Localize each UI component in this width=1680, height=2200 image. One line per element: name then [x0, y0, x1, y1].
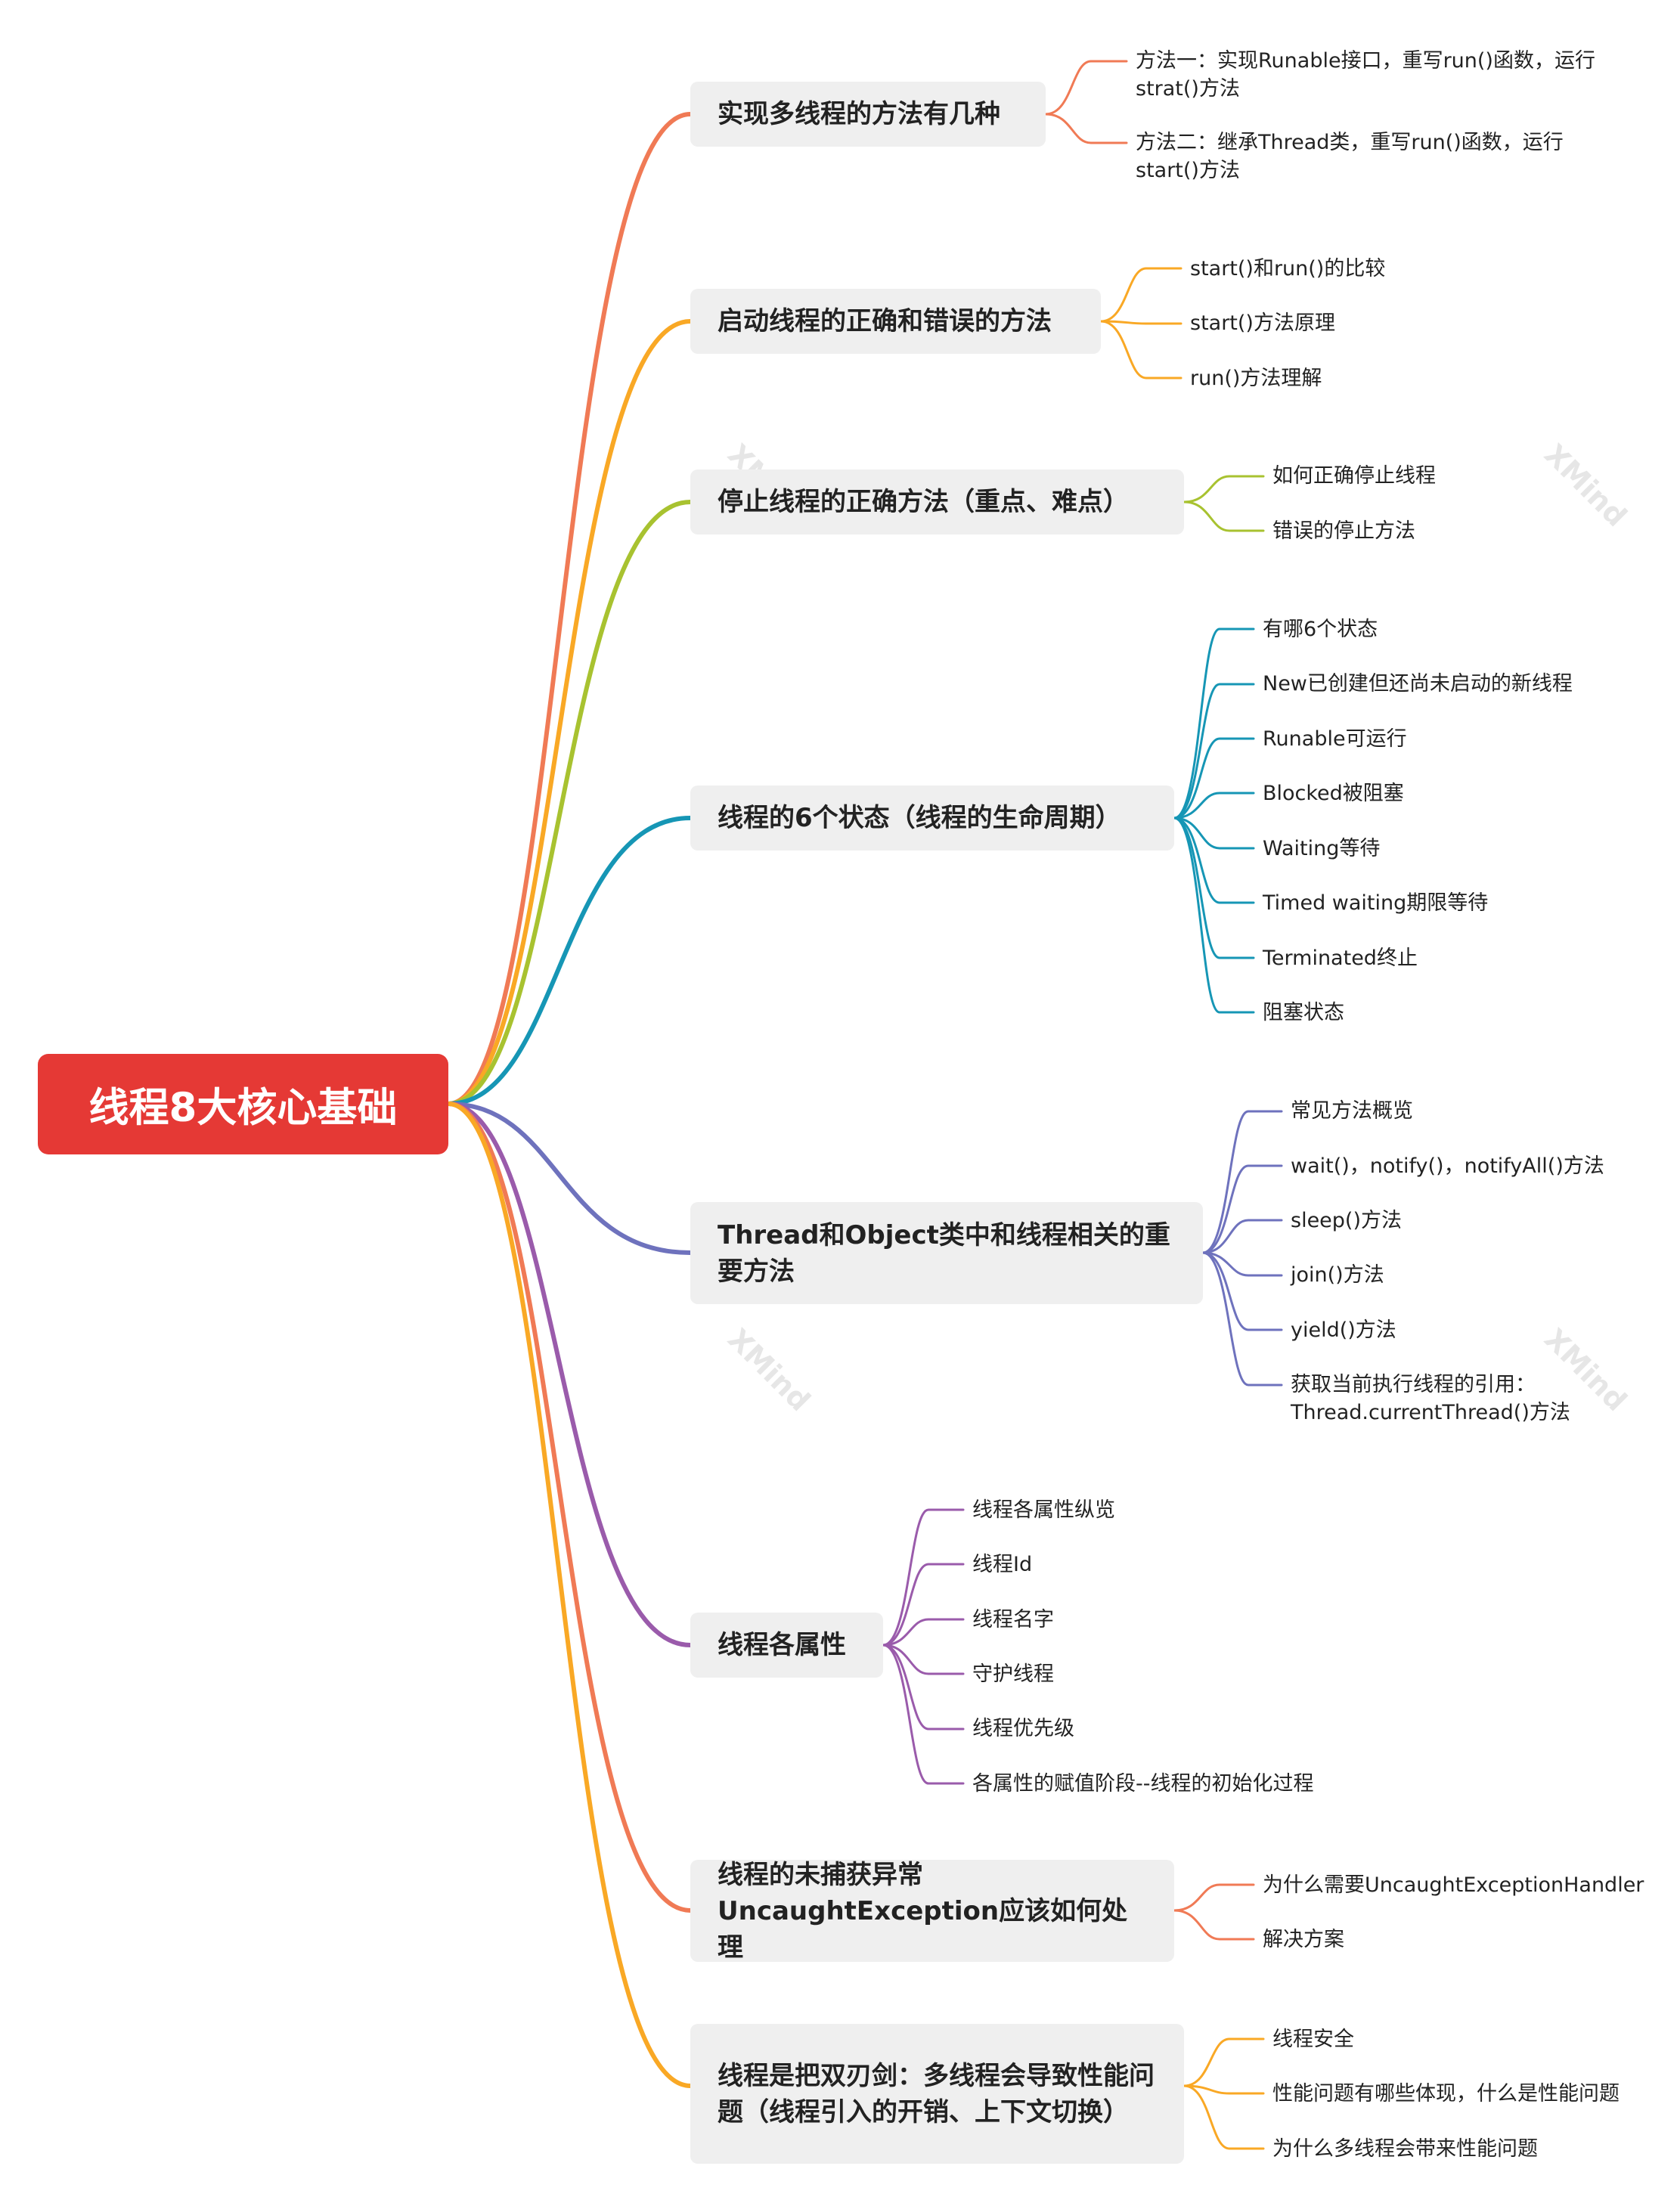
branch-topic-6[interactable]: 线程各属性 — [690, 1613, 883, 1678]
leaf-topic[interactable]: Runable可运行 — [1263, 727, 1407, 751]
leaf-topic[interactable]: 为什么多线程会带来性能问题 — [1272, 2137, 1538, 2161]
leaf-connector — [1173, 1909, 1255, 1941]
leaf-connector — [1173, 683, 1255, 820]
leaf-connector — [1099, 267, 1183, 323]
leaf-connector — [882, 1508, 965, 1647]
branch-topic-label: 线程的6个状态（线程的生命周期） — [718, 803, 1121, 833]
leaf-connector — [1173, 627, 1255, 820]
leaf-connector — [882, 1563, 965, 1647]
leaf-connector — [1201, 1219, 1283, 1254]
branch-topic-7[interactable]: 线程的未捕获异常UncaughtException应该如何处理 — [690, 1860, 1174, 1963]
branch-connector — [446, 319, 693, 1106]
leaf-connector — [1173, 816, 1255, 904]
leaf-topic[interactable]: 线程各属性纵览 — [972, 1498, 1115, 1522]
leaf-connector — [882, 1644, 965, 1731]
branch-topic-1[interactable]: 实现多线程的方法有几种 — [690, 82, 1046, 147]
leaf-topic[interactable]: 错误的停止方法 — [1272, 519, 1415, 543]
branch-topic-label: 实现多线程的方法有几种 — [718, 99, 1000, 129]
leaf-topic[interactable]: 性能问题有哪些体现，什么是性能问题 — [1272, 2082, 1620, 2105]
leaf-topic[interactable]: 方法二：继承Thread类，重写run()函数，运行start()方法 — [1136, 131, 1564, 182]
leaf-connector — [1183, 2084, 1265, 2150]
leaf-topic[interactable]: yield()方法 — [1291, 1318, 1396, 1342]
branch-topic-2[interactable]: 启动线程的正确和错误的方法 — [690, 289, 1101, 354]
leaf-topic[interactable]: 守护线程 — [972, 1662, 1054, 1686]
leaf-connector — [1173, 816, 1255, 959]
leaf-connector — [1183, 2037, 1265, 2087]
leaf-topic[interactable]: New已创建但还尚未启动的新线程 — [1263, 672, 1573, 696]
leaf-topic[interactable]: 线程名字 — [972, 1608, 1054, 1631]
leaf-connector — [1173, 1883, 1255, 1912]
leaf-connector — [882, 1618, 965, 1647]
branch-connector — [446, 1102, 693, 1913]
branch-topic-3[interactable]: 停止线程的正确方法（重点、难点） — [690, 469, 1184, 535]
leaf-topic[interactable]: 各属性的赋值阶段--线程的初始化过程 — [972, 1772, 1314, 1796]
leaf-topic[interactable]: 如何正确停止线程 — [1272, 464, 1436, 488]
leaf-connector — [882, 1644, 965, 1785]
leaf-connector — [882, 1644, 965, 1675]
leaf-connector — [1201, 1110, 1283, 1254]
leaf-connector — [1173, 792, 1255, 820]
branch-topic-label: 线程各属性 — [718, 1630, 846, 1660]
branch-connector — [446, 1102, 693, 2088]
leaf-topic[interactable]: join()方法 — [1291, 1263, 1384, 1287]
leaf-connector — [1173, 816, 1255, 1014]
leaf-topic[interactable]: 有哪6个状态 — [1263, 618, 1378, 641]
leaf-connector — [1183, 2084, 1265, 2095]
leaf-topic[interactable]: 线程安全 — [1272, 2028, 1354, 2051]
branch-connector — [446, 500, 693, 1106]
leaf-topic[interactable]: 常见方法概览 — [1291, 1099, 1413, 1123]
branch-connector — [446, 1102, 693, 1255]
leaf-connector — [1201, 1251, 1283, 1331]
branch-connector — [446, 816, 693, 1106]
leaf-connector — [1099, 320, 1183, 380]
leaf-connector — [1201, 1251, 1283, 1277]
leaf-connector — [1201, 1164, 1283, 1254]
branch-connector — [446, 112, 693, 1106]
leaf-topic[interactable]: 线程优先级 — [972, 1717, 1074, 1740]
branch-topic-label: 线程的未捕获异常UncaughtException应该如何处理 — [718, 1859, 1128, 1963]
leaf-topic[interactable]: Timed waiting期限等待 — [1263, 891, 1489, 915]
leaf-topic[interactable]: start()和run()的比较 — [1190, 257, 1386, 280]
branch-topic-4[interactable]: 线程的6个状态（线程的生命周期） — [690, 785, 1174, 851]
leaf-topic[interactable]: Blocked被阻塞 — [1263, 782, 1404, 805]
leaf-topic[interactable]: 方法一：实现Runable接口，重写run()函数，运行strat()方法 — [1136, 49, 1595, 101]
leaf-topic[interactable]: wait()，notify()，notifyAll()方法 — [1291, 1154, 1604, 1178]
branch-topic-5[interactable]: Thread和Object类中和线程相关的重要方法 — [690, 1202, 1203, 1304]
leaf-connector — [1044, 60, 1128, 116]
branch-topic-label: Thread和Object类中和线程相关的重要方法 — [718, 1219, 1170, 1287]
leaf-topic[interactable]: sleep()方法 — [1291, 1209, 1402, 1232]
branch-topic-8[interactable]: 线程是把双刃剑：多线程会导致性能问题（线程引入的开销、上下文切换） — [690, 2024, 1184, 2164]
leaf-topic[interactable]: 解决方案 — [1263, 1928, 1344, 1951]
root-topic-label: 线程8大核心基础 — [88, 1084, 398, 1131]
root-topic[interactable]: 线程8大核心基础 — [38, 1054, 448, 1154]
branch-connector — [446, 1102, 693, 1647]
leaf-connector — [1099, 320, 1183, 325]
leaf-topic[interactable]: 为什么需要UncaughtExceptionHandler — [1263, 1873, 1644, 1897]
leaf-topic[interactable]: 线程Id — [972, 1553, 1033, 1576]
leaf-connector — [1044, 113, 1128, 144]
leaf-topic[interactable]: 阻塞状态 — [1263, 1001, 1344, 1024]
leaf-topic[interactable]: run()方法理解 — [1190, 367, 1322, 390]
leaf-connector — [1183, 500, 1265, 532]
branch-topic-label: 停止线程的正确方法（重点、难点） — [718, 487, 1129, 517]
leaf-topic[interactable]: Terminated终止 — [1263, 947, 1418, 970]
branch-topic-label: 线程是把双刃剑：多线程会导致性能问题（线程引入的开销、上下文切换） — [718, 2060, 1155, 2127]
leaf-connector — [1201, 1251, 1283, 1387]
leaf-topic[interactable]: 获取当前执行线程的引用：Thread.currentThread()方法 — [1291, 1373, 1570, 1424]
leaf-connector — [1183, 475, 1265, 504]
leaf-topic[interactable]: start()方法原理 — [1190, 311, 1335, 335]
branch-topic-label: 启动线程的正确和错误的方法 — [718, 306, 1052, 336]
leaf-connector — [1173, 816, 1255, 850]
leaf-connector — [1173, 737, 1255, 820]
leaf-topic[interactable]: Waiting等待 — [1263, 837, 1381, 860]
